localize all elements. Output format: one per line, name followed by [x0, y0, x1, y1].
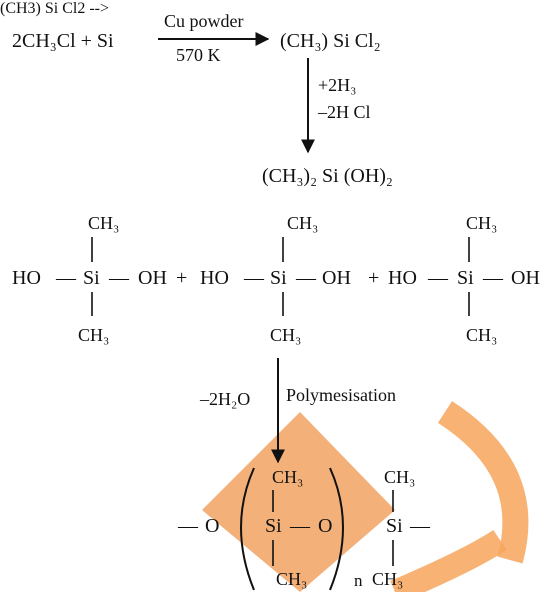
- polymer-end-top-ch3: CH₃: [384, 467, 416, 487]
- catalyst-label: Cu powder: [164, 11, 244, 31]
- polymer-repeat-bottom-ch3: CH₃: [276, 569, 308, 589]
- monomer2-bottom-ch3: CH₃: [270, 325, 302, 345]
- monomer3-ho: HO: [388, 267, 417, 289]
- monomer3-oh: OH: [511, 267, 540, 289]
- polymerisation-label: Polymesisation: [286, 385, 397, 405]
- monomer3-bottom-ch3: CH₃: [466, 325, 498, 345]
- watermark-arc-bottom: [390, 529, 507, 592]
- polymer-bond-3: —: [410, 515, 430, 537]
- water-loss-label: –2H₂O: [200, 389, 251, 409]
- hydrolysis-byproduct-label: –2H Cl: [318, 102, 371, 122]
- monomer3-bond-right: —: [483, 267, 503, 289]
- polymer-end-bottom-ch3: CH₃: [372, 569, 404, 589]
- monomer1-ho: HO: [12, 267, 41, 289]
- monomer1-oh: OH: [138, 267, 167, 289]
- monomer1-si: Si: [83, 267, 100, 289]
- dimethylsilicon-dichloride-text: (CH₃) Si Cl₂: [280, 30, 381, 52]
- temperature-label: 570 K: [176, 45, 221, 65]
- monomer1-bottom-ch3: CH₃: [78, 325, 110, 345]
- watermark-arc-right: [437, 401, 529, 564]
- plus-sign-2: +: [368, 267, 380, 289]
- monomer2-ho: HO: [200, 267, 229, 289]
- monomer2-top-ch3: CH₃: [287, 213, 319, 233]
- polymer-bracket-left: [240, 467, 255, 591]
- monomer1-bond-right: —: [109, 267, 129, 289]
- watermark-diamond: [202, 412, 395, 592]
- silanediol-text: (CH₃)₂ Si (OH)₂: [262, 165, 393, 187]
- monomer2-si: Si: [270, 267, 287, 289]
- polymer-bond-2: —: [290, 515, 310, 537]
- monomer3-top-ch3: CH₃: [466, 213, 498, 233]
- monomer2-bond-left: —: [244, 267, 264, 289]
- hydrolysis-reagent-label: +2H₃: [318, 75, 357, 95]
- monomer2-oh: OH: [322, 267, 351, 289]
- polymer-oxygen-1: O: [205, 515, 220, 537]
- monomer1-bond-left: —: [56, 267, 76, 289]
- reactants-text: 2CH₃Cl + Si: [12, 30, 114, 52]
- monomer1-top-ch3: CH₃: [88, 213, 120, 233]
- polymer-repeat-top-ch3: CH₃: [272, 467, 304, 487]
- monomer3-si: Si: [457, 267, 474, 289]
- polymer-repeat-si: Si: [265, 515, 282, 537]
- polymer-bond-1: —: [178, 515, 198, 537]
- polymer-end-si: Si: [386, 515, 403, 537]
- monomer2-bond-right: —: [296, 267, 316, 289]
- plus-sign-1: +: [176, 267, 188, 289]
- polymer-oxygen-2: O: [318, 515, 333, 537]
- polymer-subscript-n: n: [354, 571, 363, 590]
- monomer3-bond-left: —: [428, 267, 448, 289]
- polymer-bracket-right: [329, 467, 344, 591]
